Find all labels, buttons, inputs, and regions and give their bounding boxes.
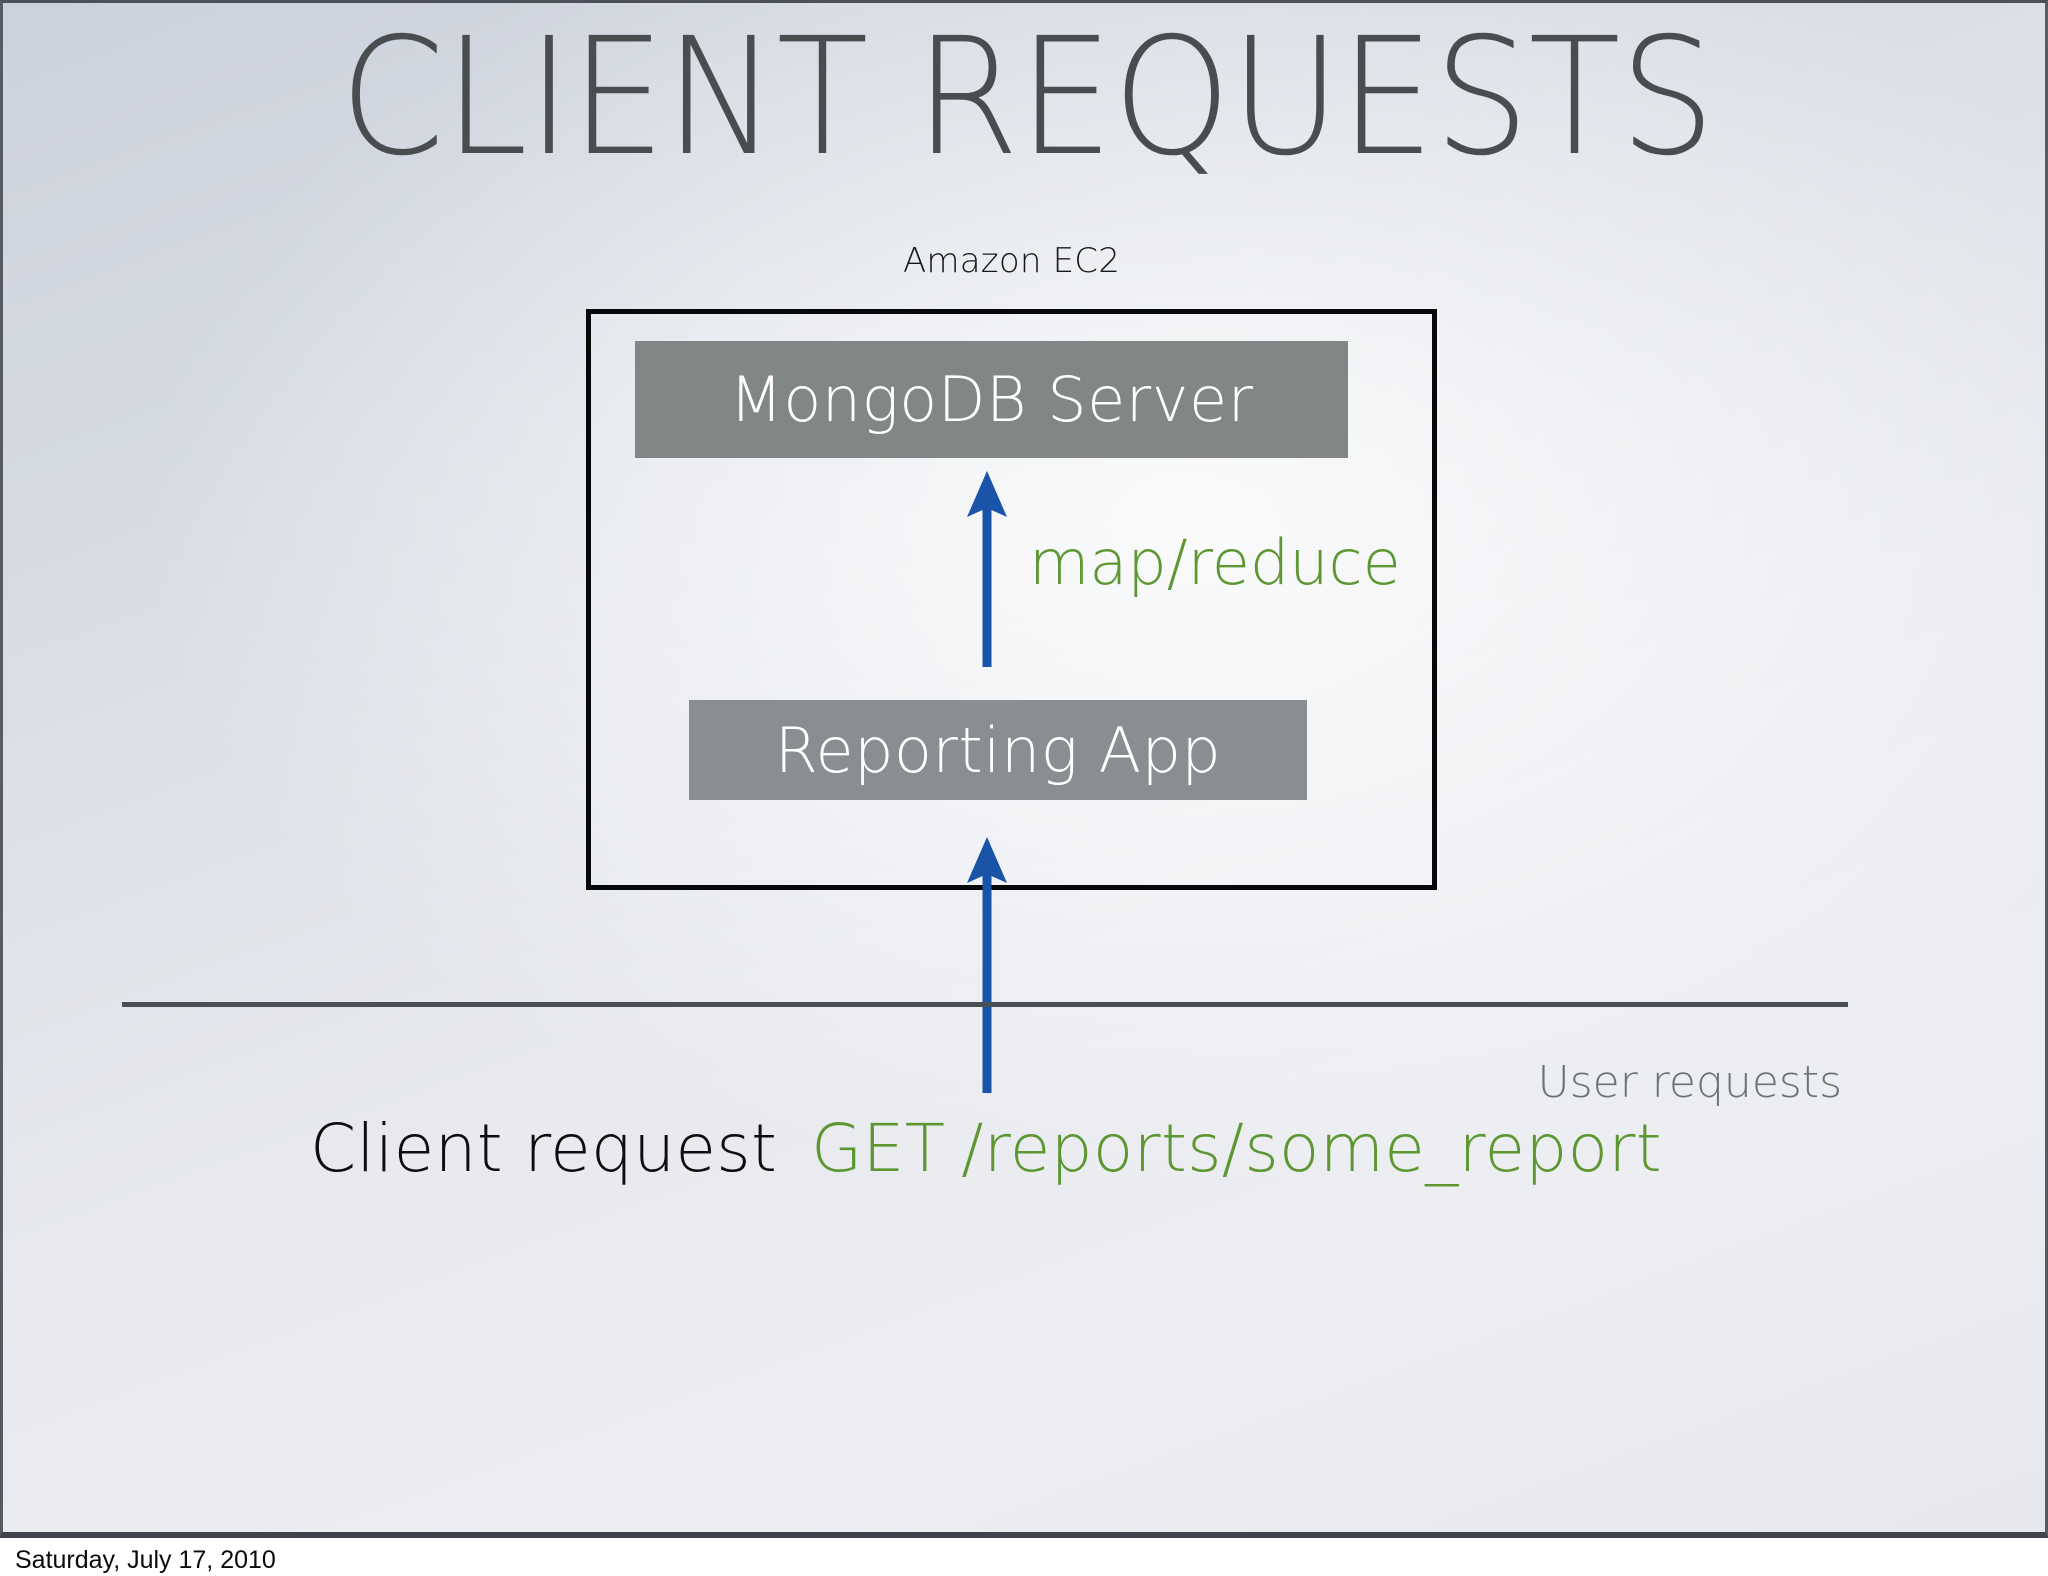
- http-method-label: GET: [811, 1110, 946, 1187]
- footer-date: Saturday, July 17, 2010: [15, 1546, 276, 1574]
- edge-label-mapreduce: map/reduce: [1029, 526, 1401, 599]
- node-reporting-app-label: Reporting App: [774, 713, 1222, 787]
- slide-footer: Saturday, July 17, 2010: [0, 1538, 2048, 1576]
- node-mongodb-server: MongoDB Server: [635, 341, 1348, 458]
- node-mongodb-server-label: MongoDB Server: [729, 363, 1254, 436]
- user-requests-label: User requests: [1537, 1057, 1842, 1108]
- boundary-divider: [122, 1002, 1848, 1007]
- arrow-up-mapreduce-icon: [967, 471, 1007, 667]
- ec2-container-label: Amazon EC2: [902, 241, 1121, 281]
- arrow-up-client-request-icon: [967, 837, 1007, 1093]
- client-request-label: Client request: [310, 1110, 778, 1187]
- slide-canvas: CLIENT REQUESTS Amazon EC2 MongoDB Serve…: [0, 0, 2048, 1538]
- node-reporting-app: Reporting App: [689, 700, 1307, 800]
- client-request-line: Client request GET/reports/some_report: [310, 1110, 1662, 1187]
- page-title: CLIENT REQUESTS: [339, 4, 1716, 192]
- http-path-label: /reports/some_report: [961, 1110, 1662, 1187]
